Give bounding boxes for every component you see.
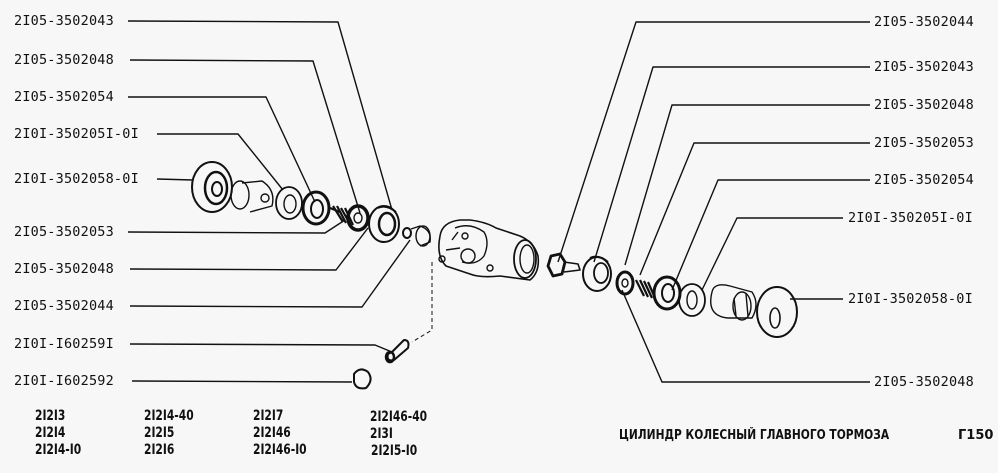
model-code: 2I2I7	[253, 408, 284, 424]
part-label-right-3: 2I05-3502048	[874, 97, 974, 113]
model-code: 2I2I3	[35, 408, 66, 424]
model-code: 2I2I46-I0	[253, 442, 307, 458]
model-code: 2I2I5	[144, 425, 175, 441]
left-parts	[191, 161, 431, 247]
part-label-right-7: 2I0I-3502058-0I	[848, 291, 973, 307]
part-label-right-2: 2I05-3502043	[874, 59, 974, 75]
part-label-left-7: 2I05-3502048	[14, 261, 114, 277]
part-label-right-4: 2I05-3502053	[874, 135, 974, 151]
right-leader-lines	[557, 21, 870, 383]
model-code: 2I3I	[370, 426, 393, 442]
left-leader-lines	[127, 20, 411, 383]
part-label-right-8: 2I05-3502048	[874, 374, 974, 390]
part-label-left-3: 2I05-3502054	[14, 89, 114, 105]
part-label-left-1: 2I05-3502043	[14, 13, 114, 29]
model-code: 2I2I4	[35, 425, 66, 441]
model-code: 2I2I5-I0	[371, 443, 418, 459]
part-label-left-4: 2I0I-350205I-0I	[14, 126, 139, 142]
part-label-left-6: 2I05-3502053	[14, 224, 114, 240]
part-label-left-8: 2I05-3502044	[14, 298, 114, 314]
model-code: 2I2I46-40	[370, 409, 428, 425]
model-code: 2I2I46	[253, 425, 291, 441]
part-label-right-5: 2I05-3502054	[874, 172, 974, 188]
model-code: 2I2I4-I0	[35, 442, 82, 458]
part-label-left-9: 2I0I-I60259I	[14, 336, 114, 352]
part-label-left-10: 2I0I-I602592	[14, 373, 114, 389]
model-code: 2I2I6	[144, 442, 175, 458]
part-label-right-6: 2I0I-350205I-0I	[848, 210, 973, 226]
bleed-screw-parts	[353, 339, 410, 390]
page-code: Г150	[958, 428, 994, 443]
part-label-right-1: 2I05-3502044	[874, 14, 974, 30]
cylinder-body	[438, 219, 540, 281]
part-label-left-5: 2I0I-3502058-0I	[14, 171, 139, 187]
model-code: 2I2I4-40	[144, 408, 194, 424]
right-parts	[546, 252, 798, 338]
part-label-left-2: 2I05-3502048	[14, 52, 114, 68]
diagram-title: ЦИЛИНДР КОЛЕСНЫЙ ГЛАВНОГО ТОРМОЗА	[619, 428, 890, 443]
